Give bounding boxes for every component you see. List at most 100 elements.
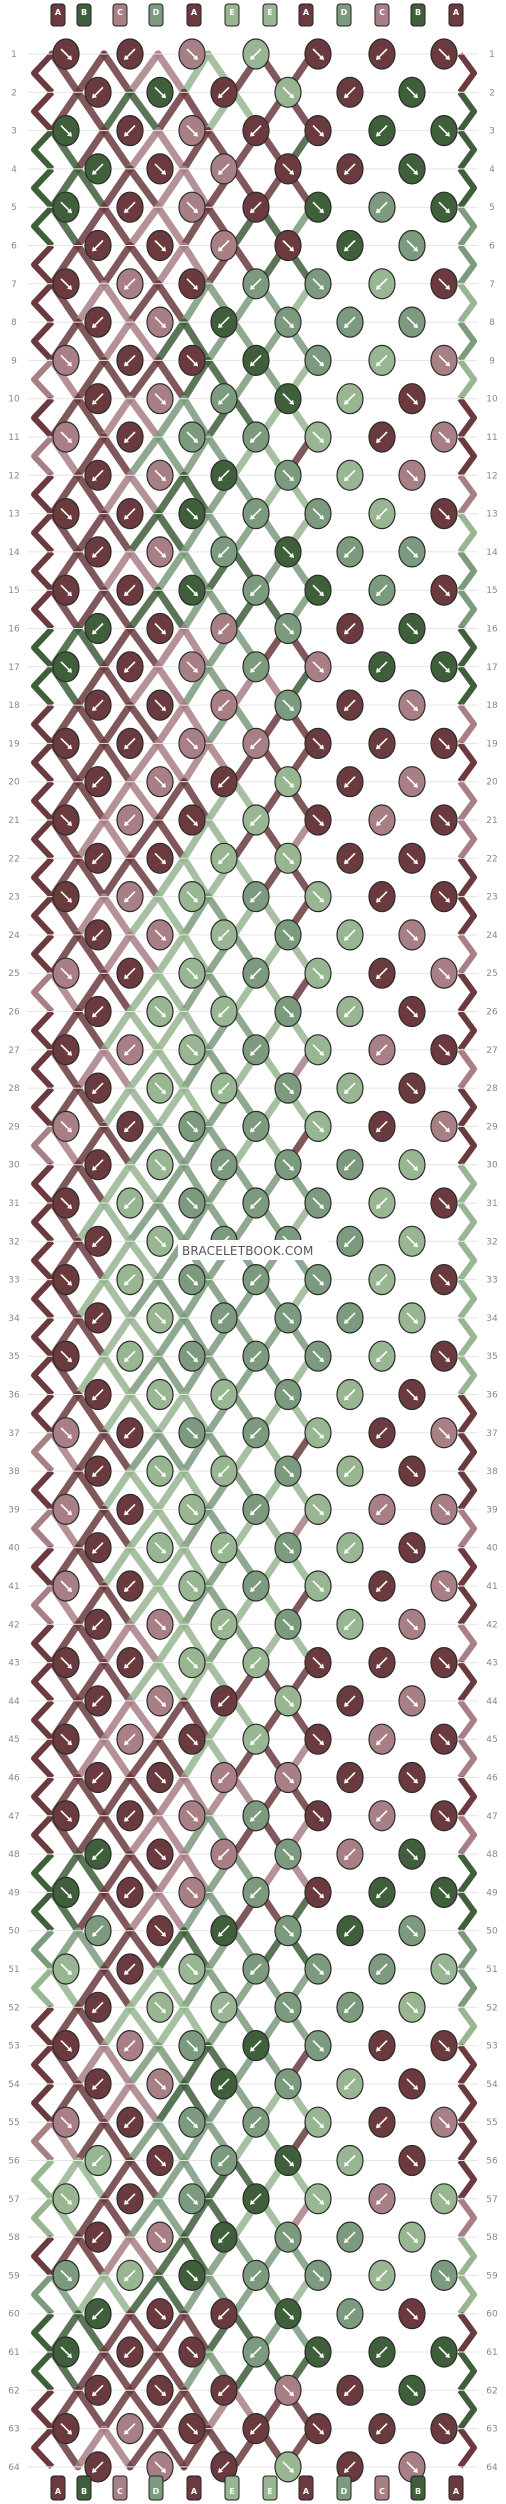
strand-tab-top: D xyxy=(148,3,164,27)
knot-arrow-head xyxy=(376,361,381,367)
knot-arrow-head xyxy=(193,2429,198,2435)
knot-arrow-head xyxy=(124,1893,129,1899)
knot xyxy=(146,536,174,568)
knot xyxy=(84,1532,112,1564)
knot-arrow-head xyxy=(289,399,294,405)
knot-arrow-head xyxy=(413,323,418,329)
knot xyxy=(178,2029,206,2062)
knot-arrow-head xyxy=(193,2046,198,2052)
knot xyxy=(336,766,364,798)
knot xyxy=(336,153,364,185)
knot-arrow-head xyxy=(67,974,72,980)
strand-segment xyxy=(154,739,188,786)
knot-arrow-head xyxy=(344,706,349,712)
knot-arrow-head xyxy=(319,514,324,520)
edge-strand-left xyxy=(31,779,55,823)
edge-strand-left xyxy=(31,1124,55,1167)
knot xyxy=(242,115,270,147)
strand-tab-top: D xyxy=(336,3,352,27)
knot-arrow-head xyxy=(250,1587,255,1592)
strand-segment xyxy=(100,1620,134,1667)
strand-segment xyxy=(126,701,162,747)
strand-segment xyxy=(74,395,108,441)
edge-strand-right xyxy=(457,1316,477,1358)
knot-arrow-head xyxy=(92,2161,97,2167)
knot xyxy=(178,2259,206,2291)
strand-segment xyxy=(100,854,134,901)
knot xyxy=(368,1340,396,1372)
row-number-right: 10 xyxy=(486,395,498,405)
knot-arrow-head xyxy=(250,361,255,367)
strand-label-top: B xyxy=(81,8,87,17)
row-number-right: 22 xyxy=(486,854,497,864)
knot xyxy=(84,919,112,951)
knot-arrow-head xyxy=(250,591,255,597)
knot-arrow-head xyxy=(376,974,381,980)
strand-segment xyxy=(74,2118,108,2164)
strand-segment xyxy=(100,931,134,977)
knot-arrow-head xyxy=(319,2199,324,2205)
knot xyxy=(430,1800,458,1832)
strand-segment xyxy=(74,1659,108,1705)
edge-strand-left xyxy=(31,434,55,478)
strand-label-top: C xyxy=(379,8,385,17)
knot xyxy=(368,115,396,147)
strand-tab-bottom: C xyxy=(374,2475,390,2501)
edge-strand-right xyxy=(457,511,477,554)
knot-arrow-head xyxy=(67,1280,72,1286)
knot xyxy=(84,1915,112,1947)
strand-segment xyxy=(74,1774,108,1820)
knot xyxy=(274,1378,302,1411)
knot xyxy=(430,2259,458,2291)
edge-strand-right xyxy=(457,2120,477,2163)
knot-arrow-head xyxy=(124,438,129,443)
strand-segment xyxy=(74,1429,108,1475)
strand-segment xyxy=(126,2348,162,2394)
edge-strand-right xyxy=(457,1009,477,1052)
strand-segment xyxy=(74,1620,108,1667)
knot-arrow-head xyxy=(250,514,255,520)
row-number-left: 53 xyxy=(8,2042,19,2052)
strand-label-top: E xyxy=(267,8,272,17)
edge-strand-left xyxy=(31,1200,55,1244)
knot xyxy=(304,880,332,913)
knot xyxy=(178,651,206,683)
knot-arrow-head xyxy=(445,208,450,214)
strand-segment xyxy=(154,1352,188,1398)
knot xyxy=(368,2259,396,2291)
knot-arrow-head xyxy=(124,974,129,980)
edge-strand-left xyxy=(31,817,55,861)
edge-strand-right xyxy=(457,1545,477,1588)
knot xyxy=(398,689,426,721)
knot-arrow-head xyxy=(124,667,129,673)
knot xyxy=(304,1340,332,1372)
knot xyxy=(368,880,396,913)
row-number-right: 58 xyxy=(486,2233,498,2243)
knot xyxy=(146,1761,174,1794)
strand-segment xyxy=(126,548,162,594)
knot-arrow-head xyxy=(250,2276,255,2282)
strand-segment xyxy=(74,510,108,556)
knot-arrow-head xyxy=(376,1587,381,1592)
strand-tab-bottom: A xyxy=(50,2475,66,2501)
knot-arrow-head xyxy=(413,935,418,941)
knot xyxy=(146,2298,174,2330)
strand-segment xyxy=(154,2348,188,2394)
knot-arrow-head xyxy=(124,1280,129,1286)
knot-arrow-head xyxy=(92,1701,97,1707)
row-number-right: 24 xyxy=(486,931,498,941)
row-number-right: 16 xyxy=(486,625,498,635)
strand-segment xyxy=(100,1659,134,1705)
edge-strand-right xyxy=(457,243,477,286)
knot-arrow-head xyxy=(376,2199,381,2205)
knot-arrow-head xyxy=(124,131,129,137)
strand-segment xyxy=(100,816,134,862)
knot xyxy=(430,2183,458,2215)
knot xyxy=(398,2144,426,2177)
row-number-left: 38 xyxy=(8,1467,20,1477)
knot-arrow-head xyxy=(319,2429,324,2435)
strand-label-top: E xyxy=(229,8,234,17)
knot-arrow-head xyxy=(161,1548,166,1554)
knot-arrow-head xyxy=(445,2276,450,2282)
knot xyxy=(430,2106,458,2138)
